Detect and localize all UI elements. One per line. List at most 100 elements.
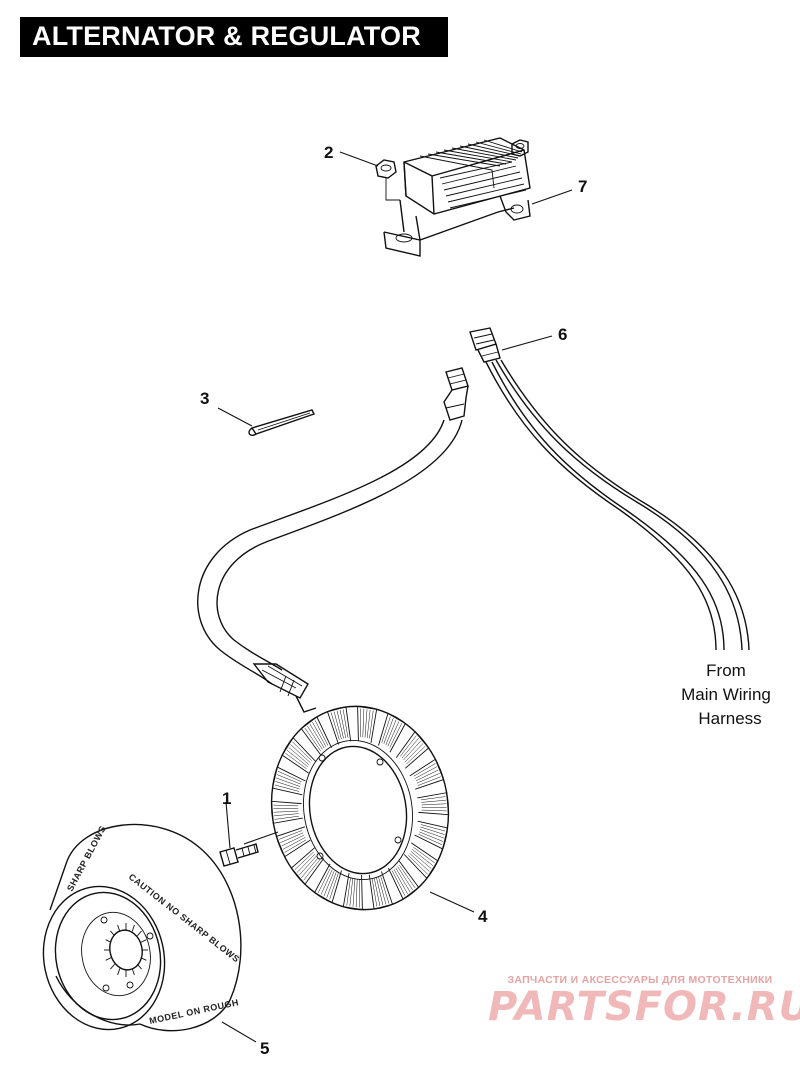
regulator <box>383 137 531 257</box>
winding-line <box>288 747 310 765</box>
winding-line <box>408 855 428 875</box>
winding-line <box>417 776 441 786</box>
winding-line <box>286 750 308 767</box>
winding-line <box>413 846 435 864</box>
winding-line <box>276 777 301 787</box>
winding-line <box>274 815 299 820</box>
hub-spline <box>131 968 135 976</box>
stator-tooth <box>326 706 352 745</box>
winding-line <box>333 711 342 740</box>
winding-line <box>312 721 327 747</box>
winding-line <box>395 867 411 893</box>
winding-line <box>339 710 347 739</box>
stator-tooth <box>414 820 449 850</box>
winding-line <box>412 849 434 866</box>
winding-line <box>383 718 394 744</box>
winding-line <box>400 735 417 757</box>
winding-line <box>355 878 358 908</box>
winding-line <box>349 878 354 907</box>
winding-line <box>362 708 365 738</box>
stator-tooth <box>403 842 439 879</box>
winding-line <box>279 830 303 840</box>
stator <box>270 705 450 911</box>
stator-tooth <box>271 766 306 796</box>
stator-tooth <box>395 730 430 769</box>
winding-line <box>318 868 331 893</box>
winding-line <box>418 834 443 846</box>
winding-line <box>282 837 306 850</box>
callout-5: 5 <box>260 1039 269 1058</box>
winding-line <box>301 857 319 878</box>
winding-line <box>275 781 300 790</box>
rotor-rim-text-top: SHARP BLOWS <box>65 824 108 893</box>
winding-line <box>274 784 300 792</box>
winding-line <box>373 877 381 906</box>
winding-line <box>364 709 368 738</box>
callout-3: 3 <box>200 389 209 408</box>
winding-line <box>314 720 329 746</box>
winding-line <box>296 853 316 873</box>
winding-line <box>414 766 438 779</box>
winding-line <box>421 799 446 803</box>
winding-line <box>285 752 307 770</box>
stator-tooth <box>417 792 449 816</box>
winding-line <box>393 869 408 895</box>
stator-lead <box>197 367 469 713</box>
winding-line <box>326 872 337 898</box>
winding-line <box>413 763 436 777</box>
winding-line <box>403 740 422 761</box>
stator-tooth <box>378 712 406 753</box>
nut-left <box>375 159 400 201</box>
winding-line <box>421 803 447 806</box>
winding-line <box>376 877 384 906</box>
stator-tooth <box>388 860 420 900</box>
winding-line <box>346 877 351 906</box>
cable-clip <box>248 409 315 437</box>
winding-line <box>276 774 301 785</box>
winding-line <box>387 721 400 747</box>
leader-lines <box>217 151 573 1043</box>
winding-line <box>420 824 446 832</box>
winding-line <box>274 813 299 817</box>
winding-line <box>371 878 378 907</box>
mounting-screw <box>219 843 259 867</box>
winding-line <box>369 710 374 739</box>
page-title: ALTERNATOR & REGULATOR <box>32 21 421 51</box>
winding-line <box>330 712 340 740</box>
watermark-site: PARTSFOR.RU <box>488 984 800 1030</box>
hub-spline <box>105 957 112 961</box>
harness-note-line-1: From <box>706 661 746 680</box>
hub-spline <box>110 963 116 970</box>
stator-tooth <box>314 863 342 904</box>
winding-line <box>320 869 333 895</box>
rotor-rim-text-bottom: MODEL ON ROUGH <box>148 997 239 1026</box>
winding-line <box>397 866 413 891</box>
hub-spline <box>117 924 121 932</box>
winding-line <box>399 864 416 889</box>
nut-right <box>511 139 529 157</box>
callout-2: 2 <box>324 143 333 162</box>
winding-line <box>378 876 387 905</box>
winding-line <box>381 716 391 743</box>
winding-line <box>304 727 321 752</box>
hub-spline <box>136 963 142 970</box>
hub-spline <box>117 968 121 976</box>
winding-line <box>294 851 314 870</box>
winding-line <box>401 738 419 759</box>
winding-line <box>280 832 304 843</box>
winding-line <box>273 804 299 807</box>
winding-line <box>273 810 299 813</box>
harness-note-line-2: Main Wiring <box>681 685 771 704</box>
hub-spline <box>105 939 112 943</box>
harness-wires <box>485 359 750 651</box>
winding-line <box>420 826 445 835</box>
winding-line <box>415 769 439 782</box>
winding-line <box>419 831 444 842</box>
stator-tooth <box>342 873 363 911</box>
winding-line <box>292 741 312 761</box>
stator-tooth <box>290 847 325 886</box>
hub-spline <box>110 930 116 937</box>
winding-line <box>307 725 323 750</box>
winding-line <box>303 859 320 881</box>
